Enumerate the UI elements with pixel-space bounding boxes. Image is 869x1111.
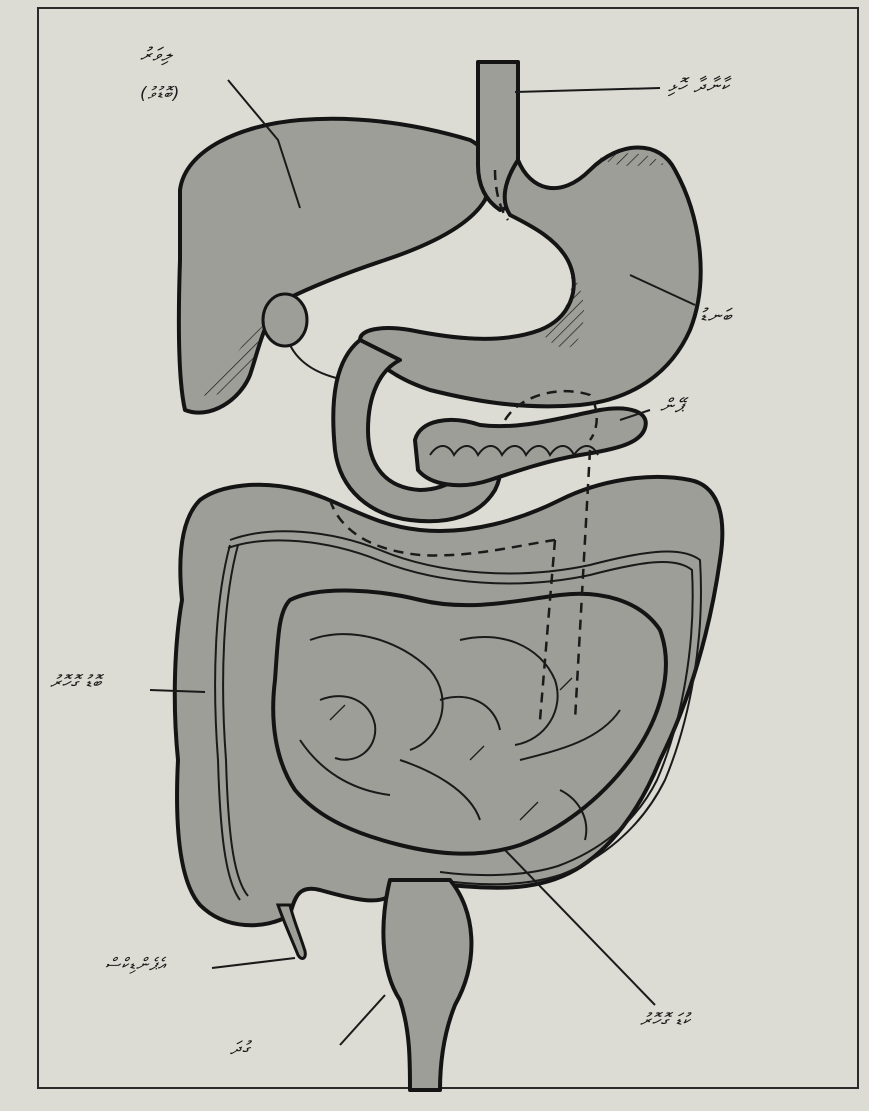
label-small-intestine: ކުޑަ ގޮހޮރު xyxy=(640,1010,691,1031)
label-rectum: ގުދަ xyxy=(230,1038,251,1059)
label-oesophagus: ކާނާދާ ހޮޅި xyxy=(668,75,730,97)
pancreas xyxy=(415,408,646,485)
leader-oesophagus xyxy=(515,88,660,92)
leader-rectum xyxy=(340,995,385,1045)
label-liver: ލިވަރު xyxy=(140,44,172,66)
rectum xyxy=(383,880,471,1090)
label-appendix: އެޕެންޑިކްސް xyxy=(105,955,167,975)
leader-appendix xyxy=(212,958,295,968)
label-large-intestine: ބޮޑު ގޮހޮރު xyxy=(50,672,102,693)
label-liver-alt: (ބޮޑުވު) xyxy=(140,84,180,104)
label-stomach: ބަނޑު xyxy=(700,305,732,327)
label-pancreas: ޕޭން xyxy=(660,395,684,417)
gall-bladder xyxy=(263,294,307,346)
appendix xyxy=(278,905,305,959)
leader-small-intestine xyxy=(505,850,655,1005)
